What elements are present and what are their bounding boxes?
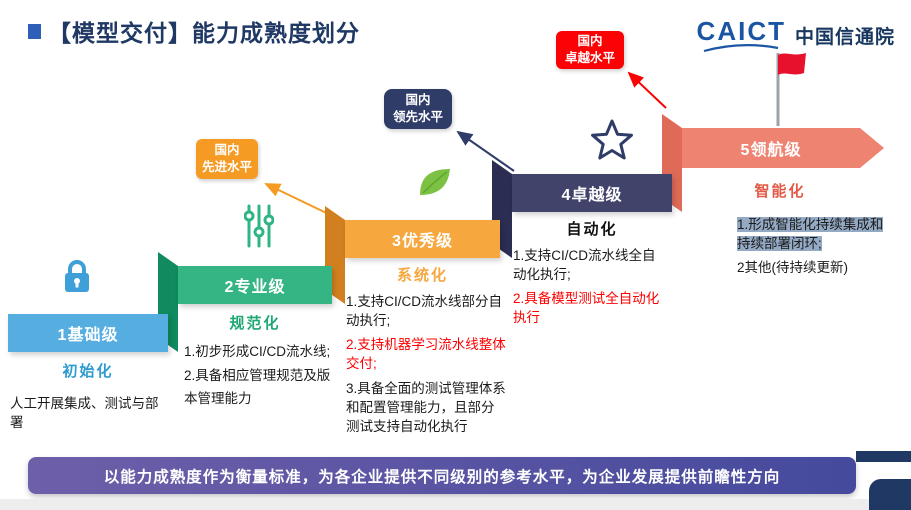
level-bar-2-professional: 2专业级 <box>178 266 332 304</box>
level-bar-label: 1基础级 <box>57 327 119 344</box>
level-3-keyword: 系统化 <box>396 267 448 284</box>
detail-item: 3.具备全面的测试管理体系和配置管理能力，且部分测试支持自动化执行 <box>346 380 506 434</box>
detail-item: 2其他(待持续更新) <box>737 260 848 276</box>
level-2-keyword: 规范化 <box>229 315 281 332</box>
caict-letters: CAICT <box>696 16 786 46</box>
detail-item: 1.支持CI/CD流水线全自动化执行; <box>513 248 656 283</box>
level-bar-5-pilot-arrow: 5领航级 <box>682 128 884 168</box>
star-icon <box>590 118 634 167</box>
slide-header: 【模型交付】能力成熟度划分 <box>28 14 360 48</box>
lock-icon <box>60 258 94 301</box>
level-1-details: 人工开展集成、测试与部署 <box>10 394 160 437</box>
level-bar-label: 3优秀级 <box>392 233 453 250</box>
detail-item-highlighted: 1.形成智能化持续集成和持续部署闭环; <box>737 217 884 252</box>
detail-item: 1.支持CI/CD流水线部分自动执行; <box>346 294 503 329</box>
badge-domestic-advanced: 国内 先进水平 <box>196 139 258 179</box>
level-bar-3-excellent: 3优秀级 <box>345 220 500 258</box>
caict-logo: CAICT 中国信通院 <box>697 18 895 53</box>
summary-banner: 以能力成熟度作为衡量标准，为各企业提供不同级别的参考水平，为企业发展提供前瞻性方… <box>28 457 856 494</box>
level-bar-label: 2专业级 <box>224 279 286 296</box>
level-5-keyword: 智能化 <box>754 183 806 200</box>
flag-icon <box>756 48 808 133</box>
level-1-keyword: 初始化 <box>62 363 114 380</box>
detail-item-red: 2.具备模型测试全自动化执行 <box>513 291 660 326</box>
corner-decoration <box>869 479 911 510</box>
badge-domestic-excellent: 国内 卓越水平 <box>556 31 624 69</box>
arrow-to-leading-badge <box>456 130 515 172</box>
level-2-details: 1.初步形成CI/CD流水线; 2.具备相应管理规范及版本管理能力 <box>184 340 334 411</box>
detail-item: 人工开展集成、测试与部署 <box>10 396 159 431</box>
logo-swoosh-icon <box>703 44 779 53</box>
right-bar-decoration <box>856 451 911 462</box>
caict-wordmark: CAICT <box>697 18 786 53</box>
page-title: 【模型交付】能力成熟度划分 <box>48 20 360 46</box>
level-5-details: 1.形成智能化持续集成和持续部署闭环; 2其他(待持续更新) <box>737 215 885 282</box>
leaf-icon <box>417 166 453 203</box>
detail-item-red: 2.支持机器学习流水线整体交付; <box>346 337 506 372</box>
detail-item: 1.初步形成CI/CD流水线; <box>184 344 331 359</box>
detail-item: 2.具备相应管理规范及版本管理能力 <box>184 367 331 407</box>
arrow-to-excellent-badge <box>627 71 667 109</box>
title-bullet-icon <box>28 23 41 39</box>
bottom-strip-decoration <box>0 499 911 510</box>
sliders-icon <box>243 202 275 255</box>
level-bar-label: 4卓越级 <box>561 187 623 204</box>
caict-chinese-name: 中国信通院 <box>794 27 895 48</box>
badge-domestic-leading: 国内 领先水平 <box>384 89 452 129</box>
level-4-details: 1.支持CI/CD流水线全自动化执行; 2.具备模型测试全自动化执行 <box>513 246 668 333</box>
level-bar-label: 5领航级 <box>740 142 802 159</box>
level-3-details: 1.支持CI/CD流水线部分自动执行; 2.支持机器学习流水线整体交付; 3.具… <box>346 292 506 441</box>
level-bar-4-outstanding: 4卓越级 <box>512 174 672 212</box>
level-4-keyword: 自动化 <box>566 221 618 238</box>
level-bar-1-basic: 1基础级 <box>8 314 168 352</box>
